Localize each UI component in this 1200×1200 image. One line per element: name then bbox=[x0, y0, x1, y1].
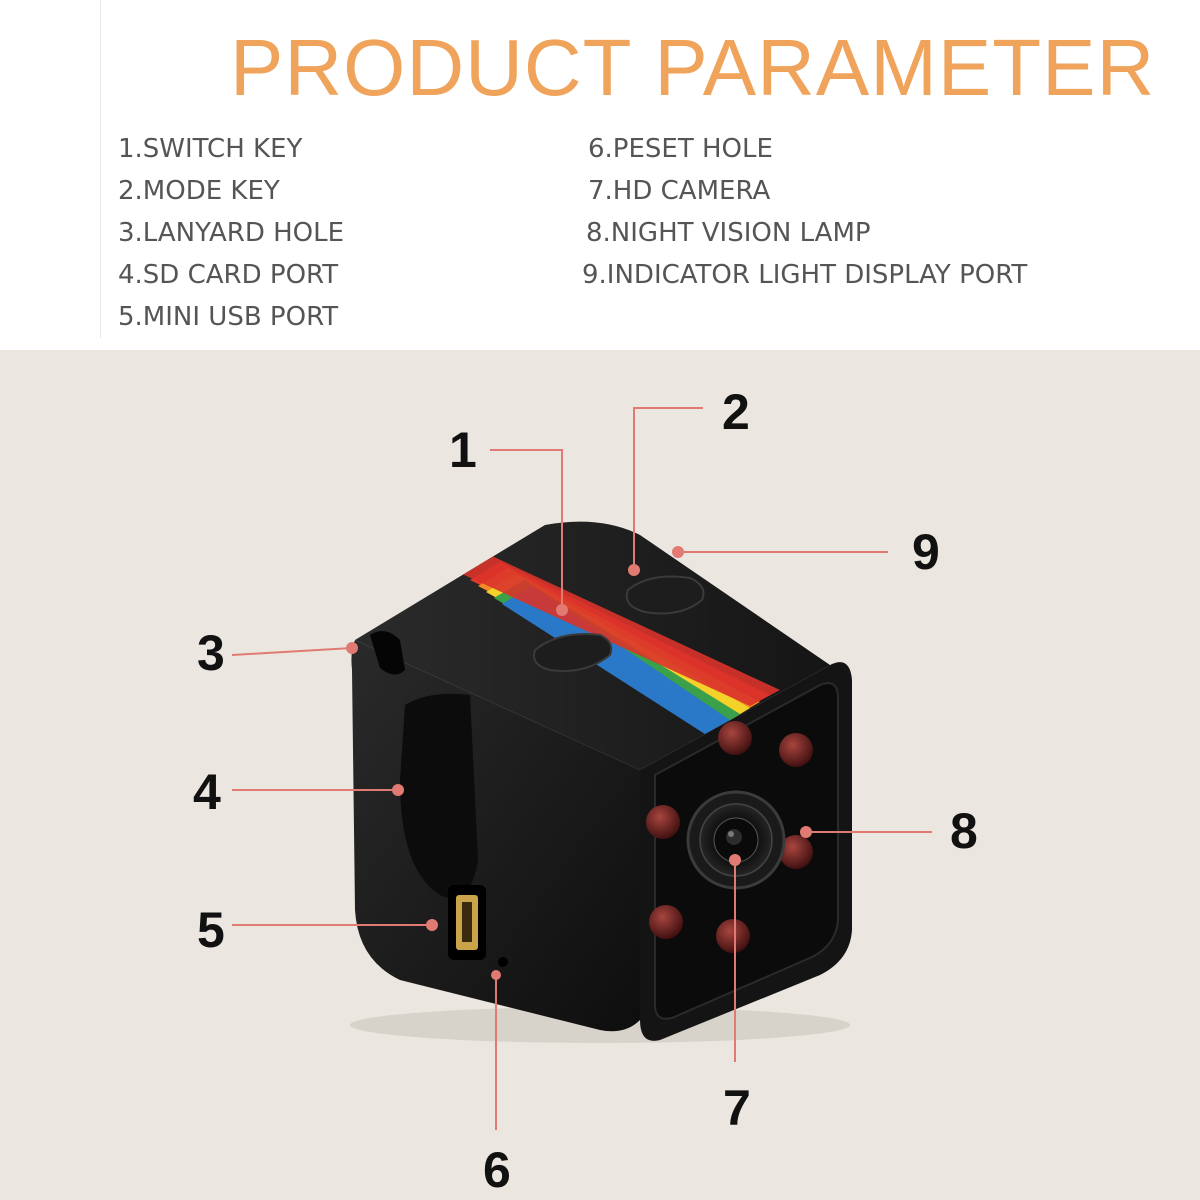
rainbow-stripe bbox=[462, 556, 780, 736]
ir-led-icon bbox=[779, 835, 813, 869]
callout-number: 3 bbox=[197, 625, 225, 681]
parameter-panel: PRODUCT PARAMETER 1.SWITCH KEY 2.MODE KE… bbox=[0, 0, 1200, 350]
param-item-lanyard-hole: 3.LANYARD HOLE bbox=[118, 218, 345, 248]
divider bbox=[100, 0, 101, 338]
product-photo: 1 2 3 4 5 6 7 8 9 bbox=[0, 350, 1200, 1200]
sd-card-slot bbox=[400, 693, 478, 899]
param-item-peset-hole: 6.PESET HOLE bbox=[588, 134, 773, 164]
ir-led-icon bbox=[779, 733, 813, 767]
mode-key-button bbox=[625, 575, 705, 615]
callout-number: 1 bbox=[449, 422, 477, 478]
callout-number: 5 bbox=[197, 902, 225, 958]
param-item-sd-card-port: 4.SD CARD PORT bbox=[118, 260, 339, 290]
ir-led-icon bbox=[646, 805, 680, 839]
param-item-mini-usb-port: 5.MINI USB PORT bbox=[118, 302, 339, 332]
leader-dots bbox=[346, 546, 812, 980]
param-item-hd-camera: 7.HD CAMERA bbox=[588, 176, 771, 206]
reset-hole bbox=[498, 957, 508, 967]
callout-number: 2 bbox=[722, 384, 750, 440]
param-item-mode-key: 2.MODE KEY bbox=[118, 176, 280, 206]
param-item-indicator-light: 9.INDICATOR LIGHT DISPLAY PORT bbox=[582, 260, 1028, 290]
ir-led-icon bbox=[718, 721, 752, 755]
callout-number: 7 bbox=[723, 1080, 751, 1136]
param-item-switch-key: 1.SWITCH KEY bbox=[118, 134, 303, 164]
ir-led-icon bbox=[716, 919, 750, 953]
callout-number: 6 bbox=[483, 1142, 511, 1198]
lanyard-hole bbox=[370, 631, 405, 675]
camera-illustration bbox=[231, 407, 932, 1130]
switch-key-button bbox=[533, 633, 613, 672]
page-title: PRODUCT PARAMETER bbox=[230, 23, 1156, 112]
ir-led-icon bbox=[649, 905, 683, 939]
callout-number: 4 bbox=[193, 764, 221, 820]
callout-number: 9 bbox=[912, 524, 940, 580]
param-item-night-vision-lamp: 8.NIGHT VISION LAMP bbox=[586, 218, 871, 248]
leader-lines bbox=[231, 407, 932, 1130]
callout-number: 8 bbox=[950, 803, 978, 859]
